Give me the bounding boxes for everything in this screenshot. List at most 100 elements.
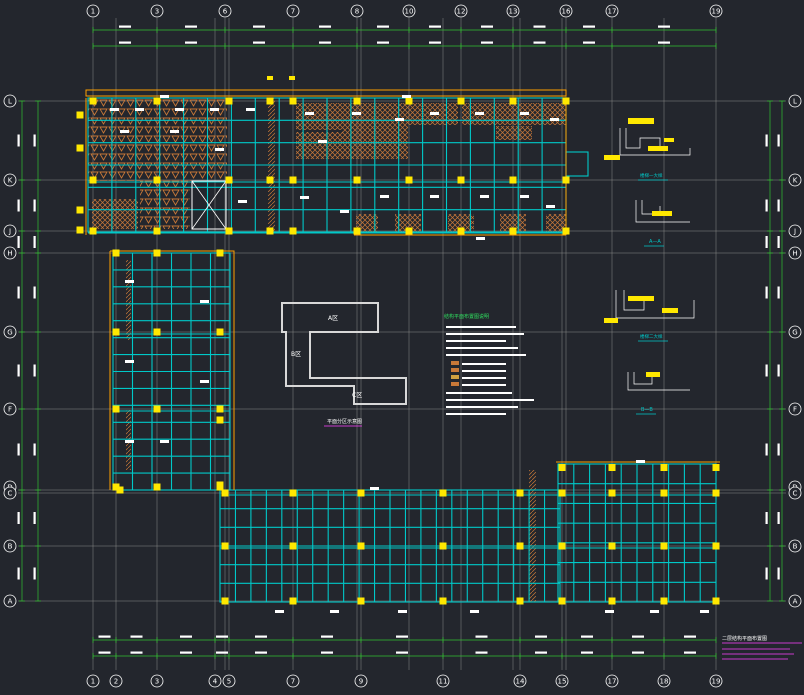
axis-bubble-circle [3,486,17,500]
column [357,489,365,497]
column [457,97,465,105]
plan-tag [125,360,134,363]
plan-tag [300,196,309,199]
axis-bubble-circle [436,674,450,688]
plan-tag [110,108,119,111]
axis-bubble: 2 [109,674,123,688]
column [353,176,361,184]
dimension-value-mark [319,25,331,28]
axis-bubble: 17 [605,674,619,688]
axis-bubble-label: L [8,97,12,105]
axis-bubble-label: K [8,176,13,184]
dimension-value-mark [130,635,143,638]
dimension-value-mark [396,651,408,654]
section-details [604,118,695,391]
column [153,249,161,257]
slab-hatch-row-j-3 [448,214,474,232]
column [112,483,120,491]
axis-bubble-circle [788,594,802,608]
dimension-value-mark [475,635,488,638]
column [216,249,224,257]
axis-bubble-circle [3,594,17,608]
column [266,176,274,184]
axis-bubble-label: 3 [155,677,159,685]
axis-bubble-circle [286,4,300,18]
axis-bubble: 4 [208,674,222,688]
column [76,111,84,119]
slab-hatch-upper-left-lower [140,181,190,229]
slab-hatch-left-cross [92,199,138,229]
column [112,328,120,336]
dimension-value-mark [98,635,111,638]
shaft-opening [191,180,227,230]
axis-bubble-circle [559,4,573,18]
stair-strip-lower [529,470,536,602]
axis-bubble-circle [454,4,468,18]
plan-tag [636,460,645,463]
axis-bubble-label: B [793,542,798,550]
column [405,97,413,105]
axis-bubble-label: 19 [712,677,721,685]
dimension-value-mark [481,25,493,28]
dimension-value-mark [765,134,768,147]
column [357,542,365,550]
plan-tag [470,610,479,613]
plan-tag [476,237,485,240]
axis-bubble: B [3,539,17,553]
column [267,76,273,80]
axis-bubble-circle [788,325,802,339]
axis-bubble-circle [788,224,802,238]
general-notes: 结构平面布置图说明 [444,313,534,415]
slab-hatch-mid-2 [296,132,342,159]
dimension-value-mark [777,236,780,248]
plan-tag [380,195,389,198]
dimension-value-mark [777,512,780,524]
dimension-value-mark [765,199,768,212]
column [266,97,274,105]
column [225,227,233,235]
plan-tag [398,610,407,613]
note-line [446,326,516,328]
column [562,176,570,184]
axis-bubble-circle [709,674,723,688]
key-plan-zone-b: B区 [291,351,301,358]
dimension-lines [17,25,785,659]
column [660,597,668,605]
column [660,464,668,471]
column [439,489,447,497]
slab-hatch-row-j-5 [546,214,566,232]
axis-bubble: 8 [350,4,364,18]
column [289,97,297,105]
plan-tag [135,108,144,111]
axis-bubble-label: 7 [291,677,295,685]
dimension-value-mark [253,25,265,28]
axis-bubble: 9 [354,674,368,688]
column [116,486,124,494]
dimension-value-mark [17,567,20,580]
dimension-value-mark [33,567,36,580]
dimension-value-mark [533,25,546,28]
dimension-value-mark [319,41,331,44]
title-block-note-lines [722,648,794,660]
axis-bubble-label: 14 [516,677,525,685]
plan-tag [330,610,339,613]
axis-bubble-label: 8 [355,7,359,15]
axis-bubble-label: 12 [457,7,466,15]
axis-bubble-label: C [8,489,13,497]
plan-tag [650,610,659,613]
dimension-value-mark [185,25,197,28]
axis-bubble-label: 4 [213,677,218,685]
axis-bubble-label: C [793,489,798,497]
dimension-value-mark [777,134,780,147]
axis-bubble-circle [709,4,723,18]
axis-bubble-circle [150,674,164,688]
axis-bubble-circle [788,486,802,500]
axis-bubble: 6 [218,4,232,18]
dimension-value-mark [777,364,780,377]
slab-hatch-mid-1 [296,103,342,130]
dimension-value-mark [321,635,333,638]
plan-tag [340,210,349,213]
plan-tag [170,130,179,133]
